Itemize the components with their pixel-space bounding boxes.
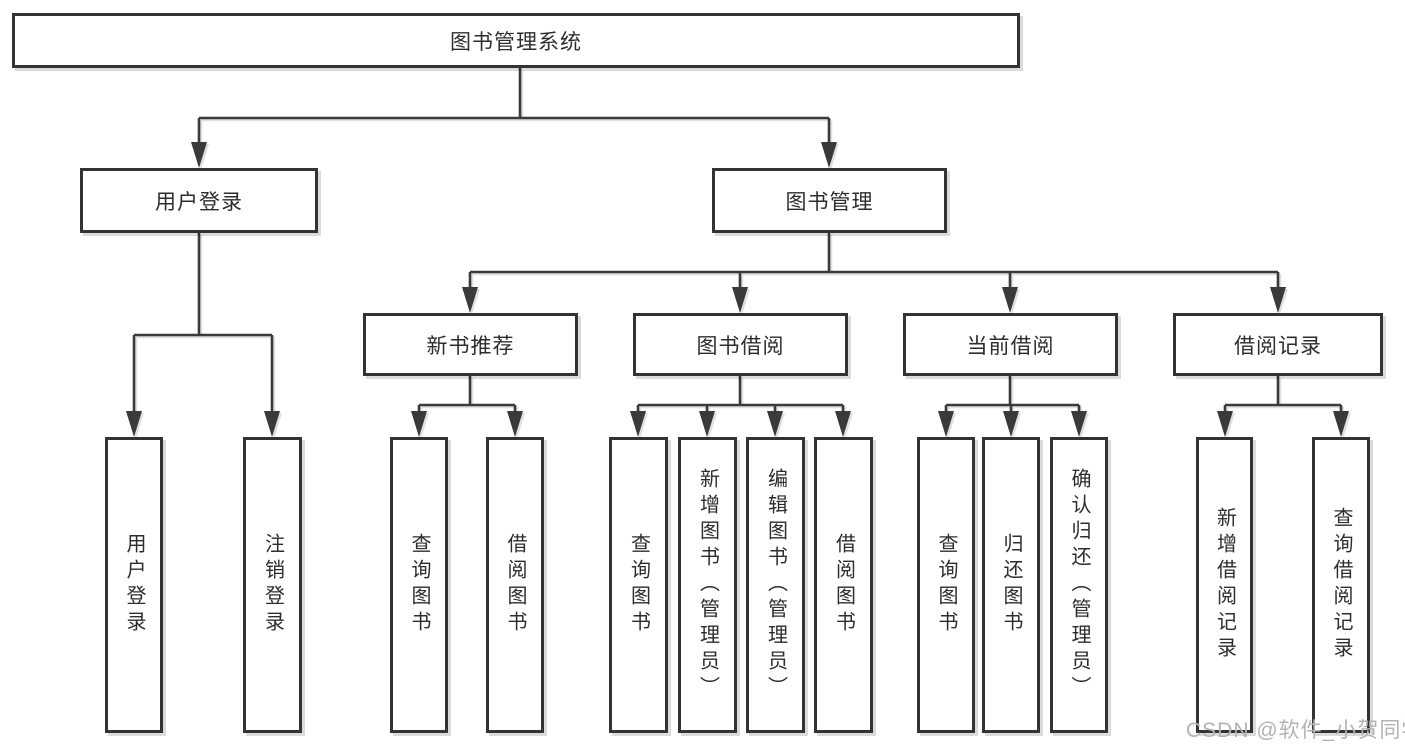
csdn-watermark: CSDN @软件_小贺同学 — [1186, 719, 1405, 742]
arrowhead-icon — [1217, 411, 1233, 437]
leaf-query-books-borrow: 查询图书 — [609, 437, 668, 733]
node-borrow-records: 借阅记录 — [1173, 313, 1383, 376]
leaf-query-borrow-record: 查询借阅记录 — [1312, 437, 1370, 733]
connector-current-borrow — [944, 376, 1081, 415]
arrowhead-icon — [1071, 411, 1087, 437]
node-book-borrow: 图书借阅 — [633, 313, 848, 376]
leaf-borrow-books: 借阅图书 — [814, 437, 873, 733]
arrowhead-icon — [264, 411, 280, 437]
arrowhead-icon — [191, 142, 207, 168]
leaf-return-books: 归还图书 — [982, 437, 1040, 733]
node-library-management-system: 图书管理系统 — [12, 13, 1020, 68]
arrowhead-icon — [1270, 287, 1286, 313]
connector-book-management — [468, 233, 1280, 291]
leaf-query-books-recommend: 查询图书 — [390, 437, 448, 733]
leaf-logout: 注销登录 — [243, 437, 302, 733]
leaf-add-borrow-record: 新增借阅记录 — [1196, 437, 1253, 733]
connector-book-borrow — [636, 376, 845, 415]
arrowhead-icon — [630, 411, 646, 437]
node-new-book-recommend: 新书推荐 — [363, 313, 578, 376]
arrowhead-icon — [732, 287, 748, 313]
arrowhead-icon — [126, 411, 142, 437]
arrowhead-icon — [821, 142, 837, 168]
arrowhead-icon — [767, 411, 783, 437]
node-current-borrow: 当前借阅 — [903, 313, 1118, 376]
connector-borrow-records — [1223, 376, 1343, 415]
arrowhead-icon — [938, 411, 954, 437]
node-user-login: 用户登录 — [80, 168, 318, 233]
leaf-borrow-books-recommend: 借阅图书 — [486, 437, 544, 733]
connector-new-books — [417, 376, 517, 415]
arrowhead-icon — [1003, 411, 1019, 437]
arrowhead-icon — [835, 411, 851, 437]
arrowhead-icon — [1333, 411, 1349, 437]
connector-root — [197, 68, 831, 146]
arrowhead-icon — [462, 287, 478, 313]
leaf-query-books-current: 查询图书 — [917, 437, 975, 733]
node-book-management: 图书管理 — [712, 168, 947, 233]
arrowhead-icon — [507, 411, 523, 437]
leaf-add-books-admin: 新增图书（管理员） — [678, 437, 737, 733]
leaf-user-login: 用户登录 — [105, 437, 163, 733]
connector-user-login — [132, 233, 274, 415]
leaf-edit-books-admin: 编辑图书（管理员） — [746, 437, 805, 733]
arrowhead-icon — [699, 411, 715, 437]
arrowhead-icon — [411, 411, 427, 437]
arrowhead-icon — [1002, 287, 1018, 313]
leaf-confirm-return-admin: 确认归还（管理员） — [1050, 437, 1108, 733]
